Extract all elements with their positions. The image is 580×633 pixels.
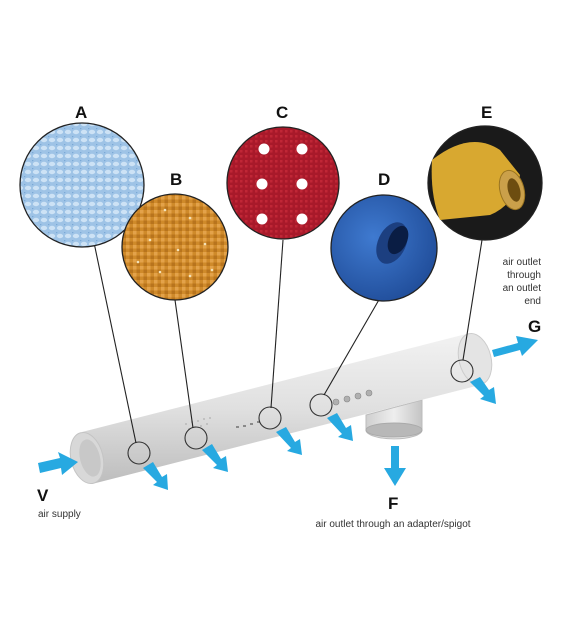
airflow-arrows (38, 336, 538, 490)
arrow-G-out (492, 336, 538, 357)
arrow-E-out (470, 377, 496, 404)
label-E: E (481, 103, 492, 122)
arrow-F-out (384, 446, 406, 486)
arrow-A-out (143, 462, 168, 490)
arrow-B-out (202, 444, 228, 472)
arrow-D-out (327, 413, 353, 441)
caption-E-line3: an outlet (503, 283, 542, 294)
caption-F: air outlet through an adapter/spigot (315, 519, 470, 530)
label-V: V (37, 486, 49, 505)
ring-A (127, 441, 151, 465)
label-C: C (276, 103, 288, 122)
caption-E-line4: end (524, 296, 541, 307)
callout-rings (127, 359, 474, 465)
label-D: D (378, 170, 390, 189)
leader-lines (91, 232, 483, 444)
label-G: G (528, 317, 541, 336)
spigot-adapter (365, 399, 423, 440)
fabric-E-circle (427, 125, 543, 241)
nozzle-row (332, 389, 373, 406)
caption-E-line1: air outlet (503, 257, 542, 268)
fabric-D-circle (330, 194, 438, 302)
fabric-A-circle (19, 122, 145, 248)
label-A: A (75, 103, 87, 122)
caption-V: air supply (38, 509, 81, 520)
perforations-C (236, 421, 260, 428)
ring-E (450, 359, 474, 383)
fabric-B-circle (121, 193, 229, 301)
fabric-duct (69, 332, 493, 485)
arrow-C-out (276, 427, 302, 455)
fabric-C-circle (226, 126, 340, 240)
label-B: B (170, 170, 182, 189)
label-F: F (388, 494, 398, 513)
caption-E-line2: through (507, 270, 541, 281)
ring-B (184, 426, 208, 450)
ring-C (258, 406, 282, 430)
ring-D (309, 393, 333, 417)
arrow-V-supply (38, 452, 78, 475)
